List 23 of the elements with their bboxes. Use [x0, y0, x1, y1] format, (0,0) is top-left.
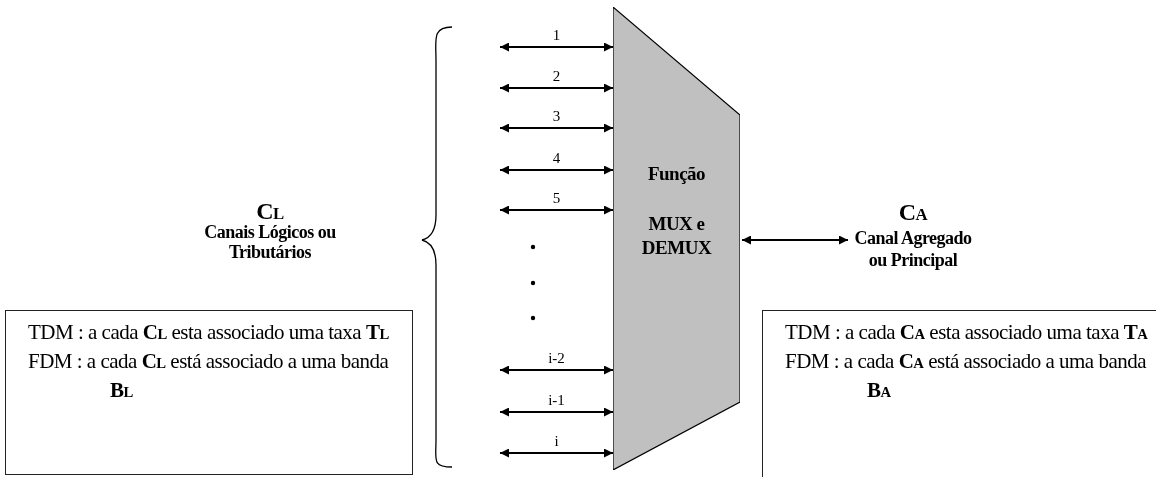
edge-label: 2: [552, 69, 561, 84]
note-box: [5, 310, 413, 475]
edge-label: i-2: [548, 351, 565, 366]
double-arrow: [499, 123, 614, 133]
double-arrow: [499, 407, 614, 417]
double-arrow: [499, 365, 614, 375]
double-arrow: [499, 83, 614, 93]
double-arrow: [499, 205, 614, 215]
edge-label: i: [554, 434, 559, 449]
edge-label: 1: [552, 28, 561, 43]
block-label: MUX e DEMUX: [640, 212, 713, 260]
double-arrow: [499, 42, 614, 52]
double-arrow: [499, 165, 614, 175]
channel-label: Canais Lógicos ou Tributários: [203, 222, 337, 262]
block-heading: Função: [646, 162, 707, 186]
channel-label: Canal Agregado ou Principal: [853, 227, 973, 271]
edge-label: 5: [552, 191, 561, 206]
double-arrow: [499, 448, 614, 458]
double-arrow: [741, 235, 849, 245]
edge-label: 4: [552, 151, 561, 166]
edge-label: 3: [552, 109, 561, 124]
note-box: [762, 310, 1156, 477]
edge-label: i-1: [548, 393, 565, 408]
